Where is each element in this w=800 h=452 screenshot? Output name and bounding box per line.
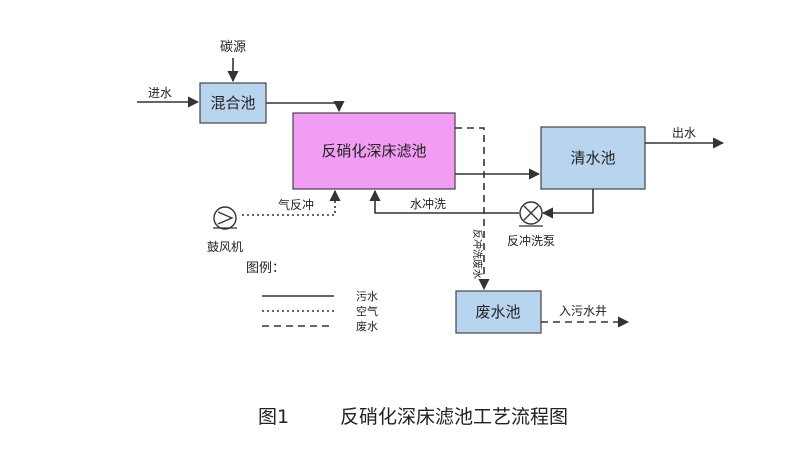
caption-title: 反硝化深床滤池工艺流程图 <box>340 406 569 428</box>
backwash-waste-label: 反冲洗废水 <box>471 229 484 279</box>
mix-to-filter-arrow <box>266 100 345 113</box>
filter-to-waste-arrow <box>455 127 490 291</box>
outflow-label: 出水 <box>672 126 696 140</box>
mixing-tank <box>199 82 267 124</box>
carbon-source-label: 碳源 <box>220 40 246 55</box>
process-flow-diagram: 混合池 反硝化深床滤池 清水池 废水池 鼓风机 反冲洗泵 碳源 进水 出水 气反… <box>137 40 725 334</box>
filter-tank-label: 反硝化深床滤池 <box>321 142 426 160</box>
water-backwash-arrow <box>369 189 519 214</box>
legend: 图例： 污水 空气 废水 <box>246 261 378 333</box>
clear-to-pump-line <box>541 189 594 219</box>
legend-label-sewage: 污水 <box>356 290 378 303</box>
blower-label: 鼓风机 <box>207 240 243 254</box>
legend-label-air: 空气 <box>356 304 378 318</box>
legend-title: 图例： <box>246 261 285 276</box>
air-backwash-label: 气反冲 <box>278 197 314 212</box>
clear-water-tank <box>540 126 646 190</box>
filter-tank <box>292 112 456 190</box>
sewage-lines <box>137 58 725 219</box>
mixing-tank-label: 混合池 <box>210 94 255 112</box>
figure-caption: 图1 反硝化深床滤池工艺流程图 <box>0 402 800 432</box>
waste-water-tank-label: 废水池 <box>475 303 520 321</box>
to-sewer-well-label: 入污水井 <box>559 304 607 318</box>
pump-icon <box>519 201 543 227</box>
water-backwash-label: 水冲洗 <box>410 196 446 211</box>
waste-lines <box>455 127 630 328</box>
air-backwash-arrow <box>242 189 341 216</box>
backwash-pump-label: 反冲洗泵 <box>507 233 555 248</box>
blower-icon <box>213 206 237 230</box>
caption-number: 图1 <box>258 406 290 428</box>
waste-water-tank <box>455 290 542 334</box>
legend-label-waste: 废水 <box>356 319 378 333</box>
clear-water-tank-label: 清水池 <box>570 149 615 167</box>
inflow-label: 进水 <box>148 86 172 100</box>
